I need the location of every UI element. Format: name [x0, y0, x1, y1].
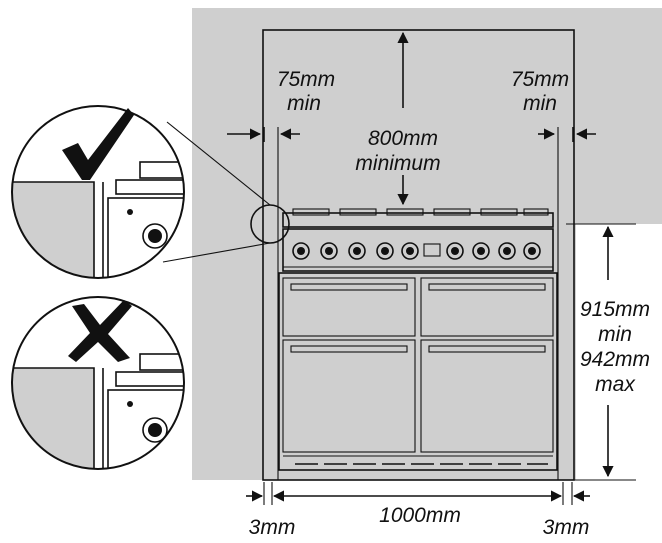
cooker-width-label: 1000mm — [379, 504, 461, 527]
range-cooker — [278, 208, 558, 471]
incorrect-installation-inset — [11, 296, 185, 470]
width-above-value: 800mm — [368, 127, 438, 150]
gap-left-label: 3mm — [249, 516, 296, 539]
clearance-left-value: 75mm — [277, 68, 335, 91]
plinth-vents — [283, 455, 553, 465]
clearance-right-value: 75mm — [511, 68, 569, 91]
correct-installation-inset — [11, 105, 185, 279]
height-max-value: 942mm — [580, 348, 650, 371]
cross-mark-icon — [68, 300, 132, 362]
height-min-value: 915mm — [580, 298, 650, 321]
width-above-qualifier: minimum — [355, 152, 440, 175]
clearance-right-qualifier: min — [523, 92, 557, 115]
oven-doors — [282, 277, 554, 453]
clearance-left-qualifier: min — [287, 92, 321, 115]
wall-area — [192, 8, 662, 481]
check-mark-icon — [62, 108, 134, 180]
control-knobs — [292, 242, 541, 260]
dimension-lines — [227, 31, 636, 505]
height-max-qualifier: max — [595, 373, 636, 396]
height-min-qualifier: min — [598, 323, 632, 346]
gap-right-label: 3mm — [543, 516, 590, 539]
